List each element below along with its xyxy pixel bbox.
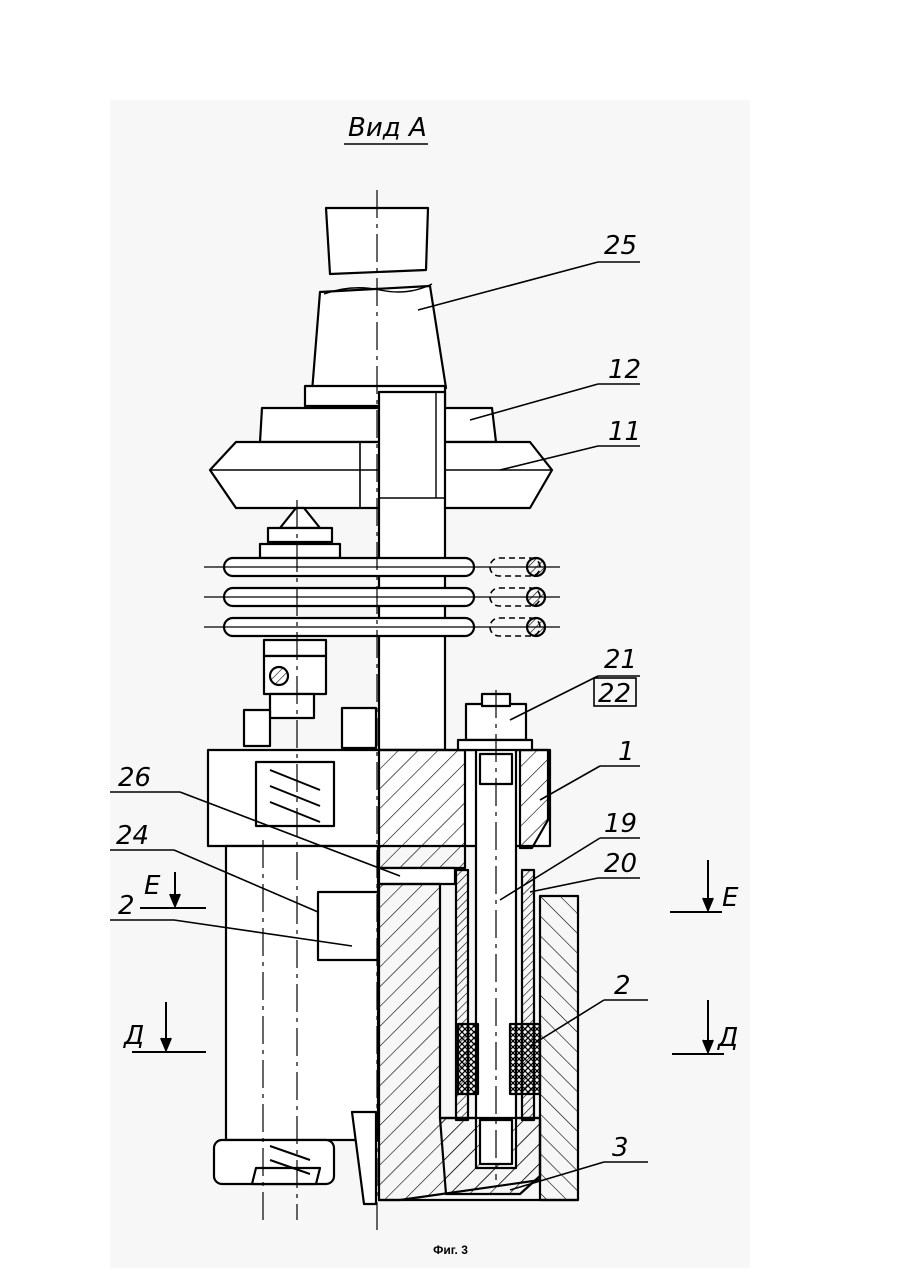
- label-1: 1: [618, 737, 635, 767]
- label-22: 22: [598, 679, 631, 709]
- section-d-right: Д: [717, 1023, 738, 1053]
- worm-window: [256, 762, 334, 826]
- section-d-left: Д: [123, 1021, 144, 1051]
- spring-right: [510, 1024, 540, 1094]
- right-wall: [540, 896, 578, 1200]
- section-e-right: Е: [722, 883, 739, 913]
- label-11: 11: [608, 417, 641, 447]
- label-20: 20: [604, 849, 637, 879]
- pin-26: [379, 868, 455, 884]
- label-2-left: 2: [118, 891, 135, 921]
- shank-25: [312, 286, 446, 392]
- screw-head: [270, 667, 288, 685]
- housing-1-section: [379, 750, 465, 868]
- column-body: [226, 846, 378, 1140]
- block-24: [318, 892, 378, 960]
- label-26: 26: [118, 763, 151, 793]
- label-12: 12: [608, 355, 641, 385]
- figure-caption: Фиг. 3: [0, 1243, 901, 1257]
- label-19: 19: [604, 809, 637, 839]
- view-title: Вид А: [348, 113, 427, 143]
- label-2-right: 2: [614, 971, 631, 1001]
- label-24: 24: [116, 821, 149, 851]
- spring-left: [458, 1024, 478, 1094]
- label-3: 3: [612, 1133, 629, 1163]
- label-21: 21: [604, 645, 637, 675]
- section-e-left: Е: [144, 871, 161, 901]
- label-25: 25: [604, 231, 637, 261]
